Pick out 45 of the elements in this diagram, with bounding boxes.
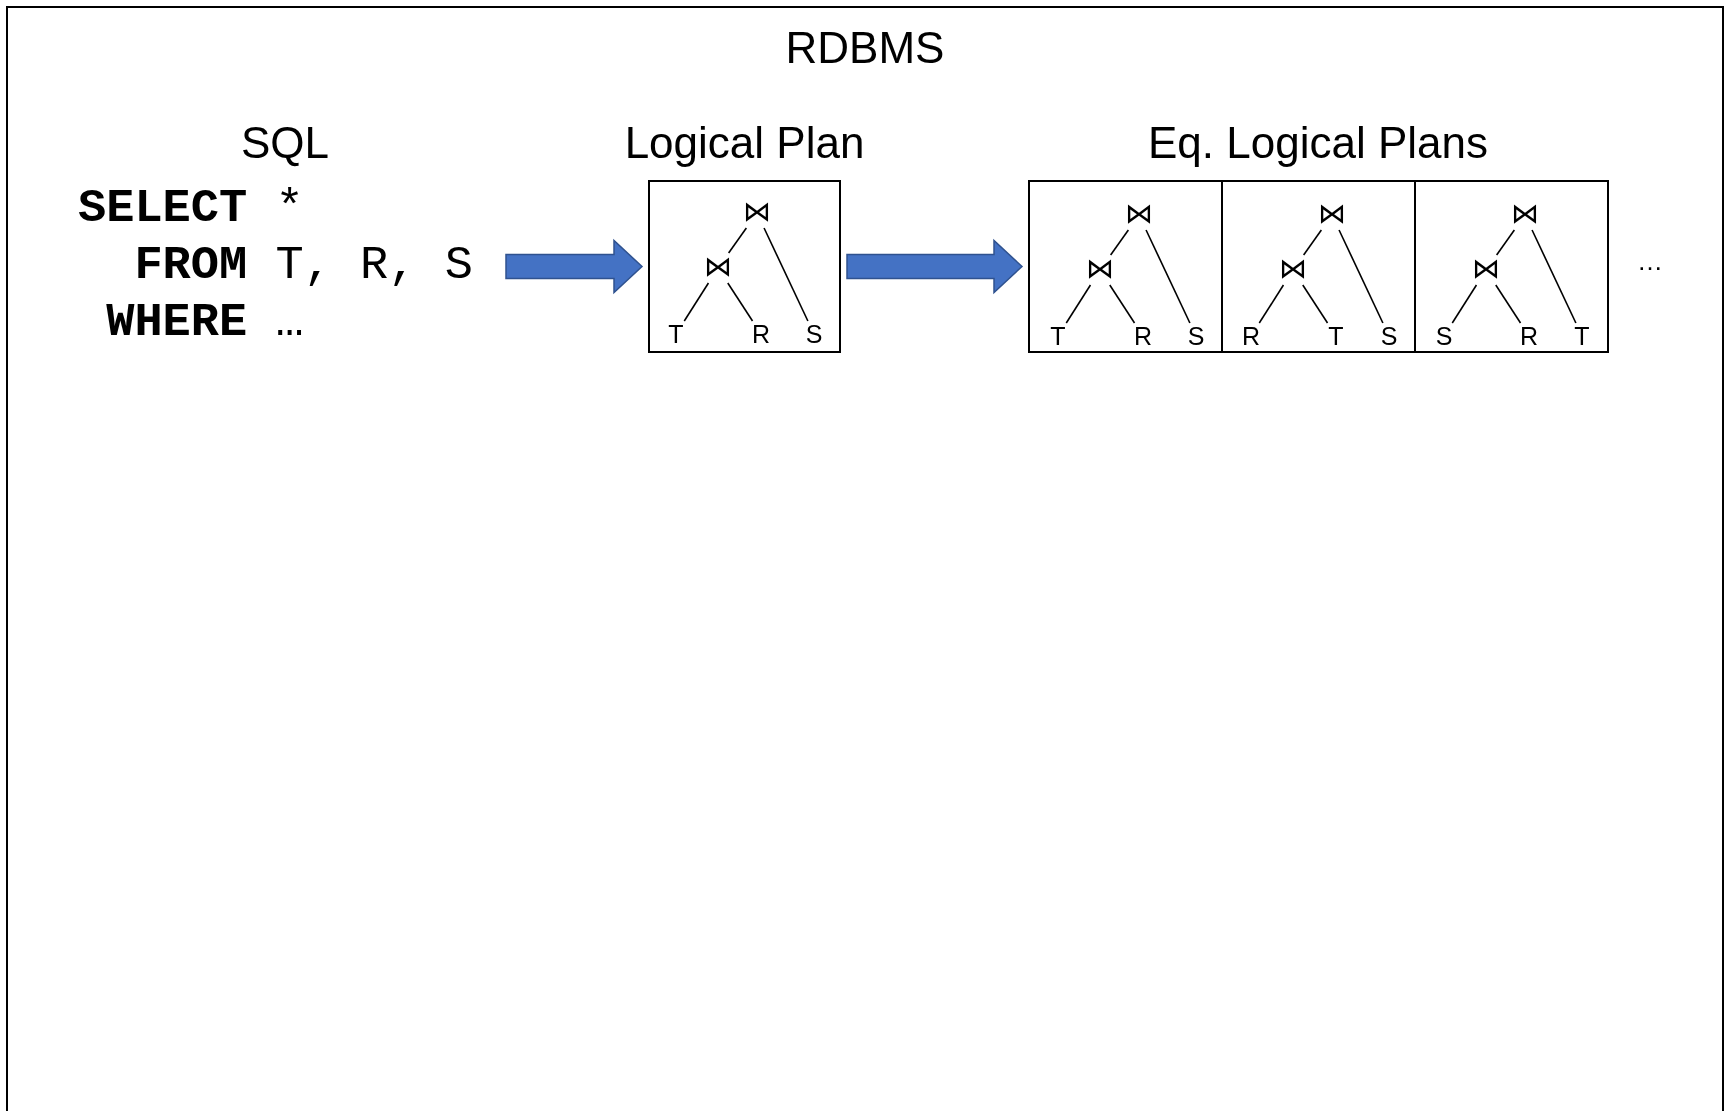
relation-name: S — [803, 321, 825, 347]
join-symbol: ⋈ — [1510, 200, 1540, 230]
system-frame — [6, 6, 1724, 1111]
relation-name: R — [750, 321, 772, 347]
tree-edge — [1451, 284, 1478, 324]
join-symbol: ⋈ — [1124, 200, 1154, 230]
block-arrow — [505, 238, 644, 295]
tree-edge — [1258, 284, 1285, 324]
ellipsis-text: … — [1636, 246, 1664, 277]
relation-name: T — [1571, 323, 1593, 349]
tree-edge — [1301, 284, 1329, 324]
tree-edge — [1108, 284, 1136, 324]
section-heading: SQL — [239, 117, 330, 169]
relation-name: R — [1240, 323, 1262, 349]
section-heading: Logical Plan — [623, 117, 866, 169]
tree-edge — [1109, 229, 1130, 256]
relation-name: T — [665, 321, 687, 347]
join-symbol: ⋈ — [1471, 255, 1501, 285]
plan-box — [1414, 180, 1609, 353]
code-line: SELECT* — [78, 181, 304, 237]
relation-name: R — [1132, 323, 1154, 349]
code-line: WHERE … — [105, 295, 304, 351]
relation-name: T — [1325, 323, 1347, 349]
plan-box — [1028, 180, 1223, 353]
join-symbol: ⋈ — [703, 253, 733, 283]
join-symbol: ⋈ — [1085, 255, 1115, 285]
tree-edge — [1494, 284, 1522, 324]
relation-name: S — [1433, 323, 1455, 349]
plan-box — [1221, 180, 1416, 353]
tree-edge — [1302, 229, 1323, 256]
relation-name: R — [1518, 323, 1540, 349]
relation-name: S — [1185, 323, 1207, 349]
tree-edge — [1065, 284, 1092, 324]
tree-edge — [726, 282, 754, 322]
block-arrow — [846, 238, 1024, 295]
join-symbol: ⋈ — [1317, 200, 1347, 230]
join-symbol: ⋈ — [1278, 255, 1308, 285]
code-line: FROM T, R, S — [133, 238, 473, 294]
relation-name: S — [1378, 323, 1400, 349]
join-symbol: ⋈ — [742, 198, 772, 228]
tree-edge — [1495, 229, 1516, 256]
section-heading: Eq. Logical Plans — [1147, 117, 1489, 169]
frame-label: RDBMS — [784, 22, 946, 74]
relation-name: T — [1047, 323, 1069, 349]
tree-edge — [727, 227, 748, 254]
